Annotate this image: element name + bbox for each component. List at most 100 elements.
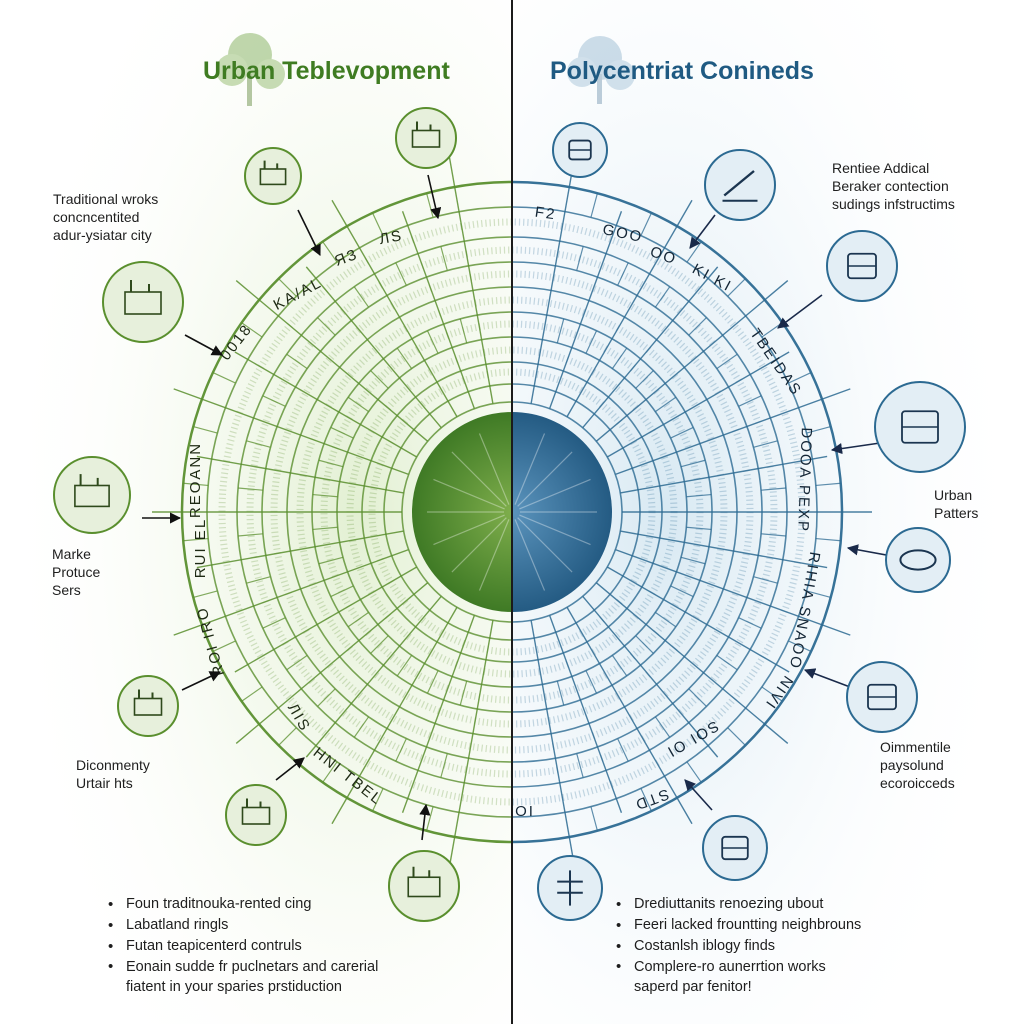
storage-icon <box>117 675 179 737</box>
ring-tick <box>353 716 370 738</box>
spoke <box>566 606 693 825</box>
ring-tick <box>585 670 598 694</box>
ring-tick <box>753 440 778 448</box>
spoke <box>606 566 790 673</box>
arrow <box>830 442 881 455</box>
ring-tick <box>459 680 468 706</box>
left-bullet-list: Foun traditnouka-rented cing Labatland r… <box>104 894 464 997</box>
spoke <box>548 211 623 409</box>
ring-tick <box>262 395 286 407</box>
plant-icon <box>395 107 457 169</box>
list-item: Foun traditnouka-rented cing <box>104 894 464 915</box>
ring-tick <box>788 371 812 384</box>
core-ray <box>451 517 507 573</box>
left-callout-community: Diconmenty Urtair hts <box>76 757 150 791</box>
ring-tick <box>806 590 831 598</box>
ring-tick <box>640 788 653 812</box>
ring-tick <box>716 353 738 370</box>
ring-tick <box>318 459 344 468</box>
arrow <box>689 214 716 249</box>
ring-tick <box>193 426 218 434</box>
left-callout-traditional: Traditional wroks concncentited adur-ysi… <box>53 191 159 243</box>
ring-tick <box>590 193 598 218</box>
spoke <box>448 620 494 867</box>
ring-tick <box>241 322 263 338</box>
right-bullet-list: Drediuttanits renoezing ubout Feeri lack… <box>612 894 992 997</box>
right-callout-urban-patterns: Urban Patters <box>934 487 979 521</box>
ring-tick <box>286 654 308 671</box>
core-ray <box>433 478 505 510</box>
spoke <box>620 455 828 494</box>
core-ray <box>478 433 510 505</box>
city-icon <box>826 230 898 302</box>
ring-tick <box>246 576 271 584</box>
spoke <box>615 548 851 636</box>
spoke <box>234 351 418 458</box>
ring-tick <box>670 426 694 439</box>
ring-tick <box>262 617 286 629</box>
factory-icon <box>244 147 302 205</box>
ring-tick <box>370 370 389 389</box>
arrow <box>419 803 431 841</box>
spoke <box>305 266 442 429</box>
ring-tick <box>286 353 308 370</box>
tower-icon <box>537 855 603 921</box>
ring-tick <box>371 788 384 812</box>
ring-tick <box>370 635 389 654</box>
spoke <box>582 266 719 429</box>
ring-tick <box>312 526 338 531</box>
ring-tick <box>246 440 271 448</box>
ring-tick <box>686 493 712 498</box>
spoke <box>196 455 404 494</box>
right-title: Polycentriat Conineds <box>550 57 814 85</box>
ring-tick <box>395 262 407 286</box>
left-ring-system <box>152 157 512 867</box>
ring-tick <box>322 241 338 263</box>
ring-tick <box>716 654 738 671</box>
spoke <box>331 199 458 418</box>
ring-tick <box>183 482 209 487</box>
spoke <box>401 211 476 409</box>
arrow <box>275 757 305 781</box>
ring-tick <box>318 556 344 565</box>
core-ray <box>514 433 546 505</box>
ring-tick <box>655 611 677 628</box>
ring-tick <box>680 556 706 565</box>
ring-tick <box>686 526 712 531</box>
ring-tick <box>806 426 831 434</box>
spoke <box>620 530 828 569</box>
ring-tick <box>395 738 407 762</box>
arrow <box>181 671 222 691</box>
spoke <box>595 280 789 442</box>
ring-label: OI <box>515 803 535 820</box>
arrow <box>846 544 893 557</box>
ring-tick <box>654 716 671 738</box>
core-ray <box>517 517 573 573</box>
spoke <box>173 388 409 476</box>
ring-tick <box>193 590 218 598</box>
ring-tick <box>322 761 338 783</box>
ring-tick <box>611 347 628 369</box>
hand-seed-icon <box>53 456 131 534</box>
core-ray <box>433 514 505 546</box>
ring-tick <box>576 246 584 271</box>
ring-tick <box>590 806 598 831</box>
ring-icon <box>885 527 951 593</box>
ring-tick <box>640 212 653 236</box>
ring-tick <box>330 585 354 598</box>
left-core <box>412 412 512 612</box>
arrow <box>777 294 823 329</box>
book-icon <box>225 784 287 846</box>
ring-tick <box>426 806 434 831</box>
spoke <box>401 615 476 813</box>
spoke <box>606 351 790 458</box>
ring-tick <box>611 655 628 677</box>
list-item: Costanlsh iblogy finds <box>612 936 992 957</box>
spoke <box>582 595 719 758</box>
arrow <box>297 209 321 257</box>
ring-tick <box>686 761 702 783</box>
ring-label: ЛS <box>378 227 404 248</box>
ring-tick <box>347 611 369 628</box>
people-icon <box>846 661 918 733</box>
ring-tick <box>688 688 707 707</box>
